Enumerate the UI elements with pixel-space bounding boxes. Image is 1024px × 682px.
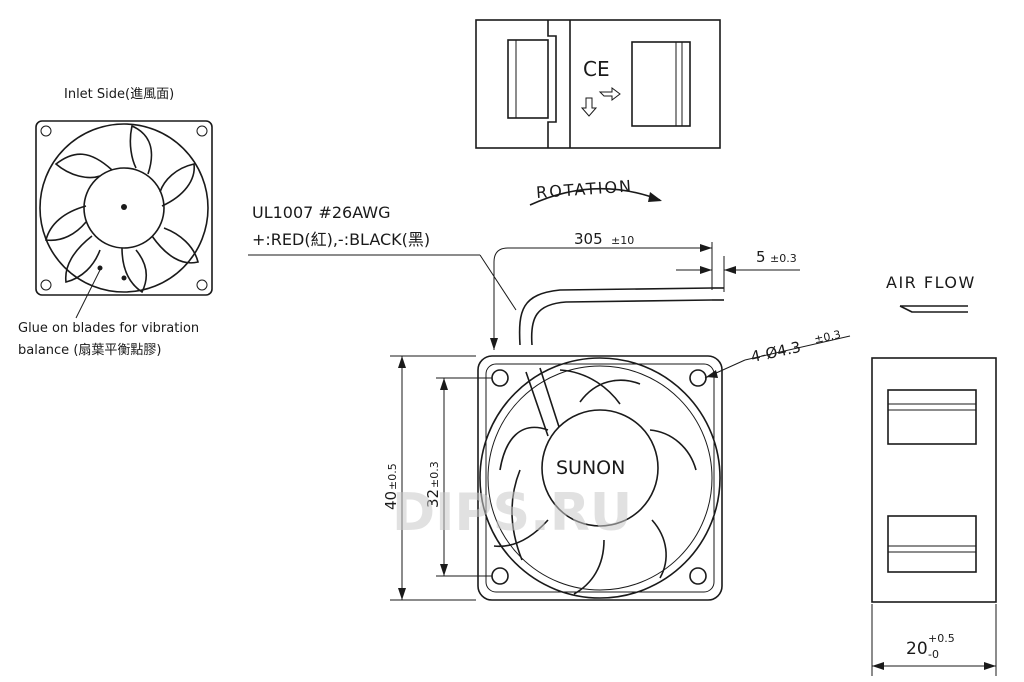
airflow-arrow-icon xyxy=(899,305,968,313)
wire-spec-callout: UL1007 #26AWG +:RED(紅),-:BLACK(黑) xyxy=(248,203,517,311)
hole-spec: 4-Ø4.3 xyxy=(749,338,802,366)
cable-lead-wires xyxy=(518,287,724,346)
inlet-side-view: Inlet Side(進風面) Glue on blades for vibra… xyxy=(18,87,213,358)
airflow-label: AIR FLOW xyxy=(886,273,976,292)
outer-size-dimension: 40 ±0.5 xyxy=(382,355,476,601)
watermark: DIPS.RU xyxy=(392,483,632,543)
fan-blades xyxy=(493,379,697,595)
strip-length-value: 5 xyxy=(756,248,766,266)
airflow-direction-arrow-icon xyxy=(580,97,598,117)
fan-front-view: SUNON xyxy=(477,355,723,601)
cable-length-value: 305 xyxy=(574,230,603,248)
strip-length-tolerance: ±0.3 xyxy=(770,252,797,265)
fan-side-view xyxy=(871,357,997,603)
inlet-side-label: Inlet Side(進風面) xyxy=(64,87,174,102)
hole-pitch-tolerance: ±0.3 xyxy=(428,461,441,488)
glue-note-line2: balance (扇葉平衡點膠) xyxy=(18,342,161,358)
thickness-dimension: 20 +0.5 -0 xyxy=(871,604,997,676)
wire-spec-line2: +:RED(紅),-:BLACK(黑) xyxy=(252,230,430,249)
strip-length-dimension: 5 ±0.3 xyxy=(676,248,800,292)
outer-size-value: 40 xyxy=(382,491,400,510)
thickness-tol-plus: +0.5 xyxy=(928,632,955,645)
thickness-value: 20 xyxy=(906,639,928,659)
cable-length-tolerance: ±10 xyxy=(611,234,634,247)
top-side-view: CE xyxy=(475,19,721,149)
hole-tolerance: ±0.3 xyxy=(813,328,842,346)
rotation-direction-arrow-icon xyxy=(598,87,621,101)
rotation-indicator: ROTATION xyxy=(529,176,662,206)
wire-spec-line1: UL1007 #26AWG xyxy=(252,203,390,222)
glue-note-line1: Glue on blades for vibration xyxy=(18,321,199,336)
hole-pitch-value: 32 xyxy=(424,489,442,508)
hole-callout: 4-Ø4.3 ±0.3 xyxy=(704,328,851,379)
hole-pitch-dimension: 32 ±0.3 xyxy=(424,377,492,577)
mount-hole-bottom-right xyxy=(689,567,707,585)
airflow-indicator: AIR FLOW xyxy=(886,273,976,313)
brand-label: SUNON xyxy=(556,457,625,479)
cable-length-dimension: 305 ±10 xyxy=(490,230,713,350)
ce-mark: CE xyxy=(583,57,610,81)
rotation-arrow-head-icon xyxy=(648,192,662,202)
outer-size-tolerance: ±0.5 xyxy=(386,463,399,490)
inlet-fan-blades xyxy=(45,124,199,294)
thickness-tol-minus: -0 xyxy=(928,648,939,661)
